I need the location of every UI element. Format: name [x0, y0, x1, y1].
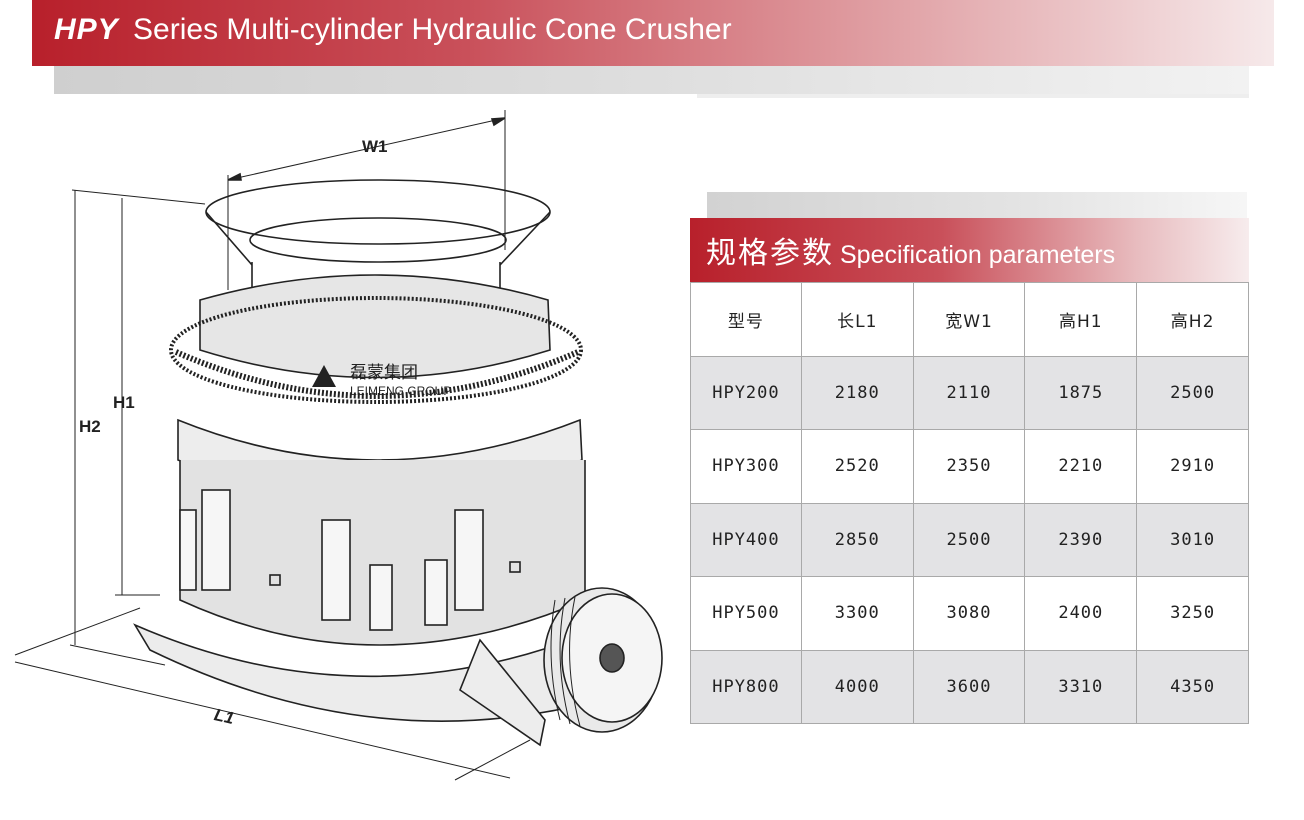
crusher-drawing: W1 H1 H2 L1 磊蒙集团 LEIMENG GROUP — [14, 110, 663, 781]
cell-value: 4000 — [800, 649, 914, 724]
cell-value: 2350 — [912, 429, 1026, 504]
cell-value: 3310 — [1024, 649, 1138, 724]
cell-value: 4350 — [1136, 649, 1249, 724]
logo-en: LEIMENG GROUP — [350, 384, 451, 398]
cell-value: 3010 — [1136, 502, 1249, 577]
col-width: 宽W1 — [912, 282, 1026, 357]
spec-table: 型号 长L1 宽W1 高H1 高H2 HPY200 2180 2110 1875… — [690, 282, 1249, 724]
header-gray-strip-lower — [697, 94, 1249, 98]
cell-value: 2520 — [800, 429, 914, 504]
table-row: HPY500 3300 3080 2400 3250 — [690, 576, 1249, 651]
table-row: HPY300 2520 2350 2210 2910 — [690, 429, 1249, 504]
col-model: 型号 — [690, 282, 802, 357]
w1-dimension: W1 — [227, 110, 506, 290]
table-row: HPY400 2850 2500 2390 3010 — [690, 502, 1249, 577]
cell-model: HPY800 — [690, 649, 802, 724]
spec-title-cn: 规格参数 — [706, 237, 834, 270]
cell-value: 3600 — [912, 649, 1026, 724]
hydraulic-cylinders — [179, 489, 484, 631]
cell-model: HPY400 — [690, 502, 802, 577]
cell-value: 2910 — [1136, 429, 1249, 504]
l1-dimension: L1 — [14, 607, 531, 781]
cell-value: 2390 — [1024, 502, 1138, 577]
cell-value: 2850 — [800, 502, 914, 577]
series-name: HPY — [54, 13, 119, 46]
cell-value: 3250 — [1136, 576, 1249, 651]
w1-label: W1 — [362, 137, 388, 156]
cell-value: 2500 — [1136, 355, 1249, 430]
spec-title-en: Specification parameters — [840, 241, 1116, 269]
cell-value: 2110 — [912, 355, 1026, 430]
header-gray-strip — [54, 66, 1249, 94]
logo-cn: 磊蒙集团 — [350, 363, 418, 383]
spec-gray-strip — [707, 192, 1247, 218]
page-title: HPY Series Multi-cylinder Hydraulic Cone… — [54, 8, 732, 52]
cell-value: 2500 — [912, 502, 1026, 577]
col-length: 长L1 — [800, 282, 914, 357]
cell-model: HPY500 — [690, 576, 802, 651]
h-dimensions: H1 H2 — [69, 189, 206, 666]
cell-value: 3080 — [912, 576, 1026, 651]
table-row: HPY200 2180 2110 1875 2500 — [690, 355, 1249, 430]
cell-value: 2210 — [1024, 429, 1138, 504]
adjustment-ring — [169, 274, 583, 404]
h1-label: H1 — [113, 393, 135, 412]
h2-label: H2 — [79, 417, 101, 436]
cell-value: 1875 — [1024, 355, 1138, 430]
cell-value: 3300 — [800, 576, 914, 651]
col-height-h2: 高H2 — [1136, 282, 1249, 357]
cell-model: HPY300 — [690, 429, 802, 504]
leimeng-logo: 磊蒙集团 LEIMENG GROUP — [312, 363, 451, 398]
drive-pulley — [459, 587, 663, 747]
cell-value: 2400 — [1024, 576, 1138, 651]
cell-model: HPY200 — [690, 355, 802, 430]
table-row: HPY800 4000 3600 3310 4350 — [690, 649, 1249, 724]
spec-header-row: 型号 长L1 宽W1 高H1 高H2 — [690, 282, 1249, 357]
l1-label: L1 — [212, 705, 236, 728]
cell-value: 2180 — [800, 355, 914, 430]
title-text: Series Multi-cylinder Hydraulic Cone Cru… — [133, 13, 732, 46]
title-banner: HPY Series Multi-cylinder Hydraulic Cone… — [32, 0, 1274, 66]
col-height-h1: 高H1 — [1024, 282, 1138, 357]
